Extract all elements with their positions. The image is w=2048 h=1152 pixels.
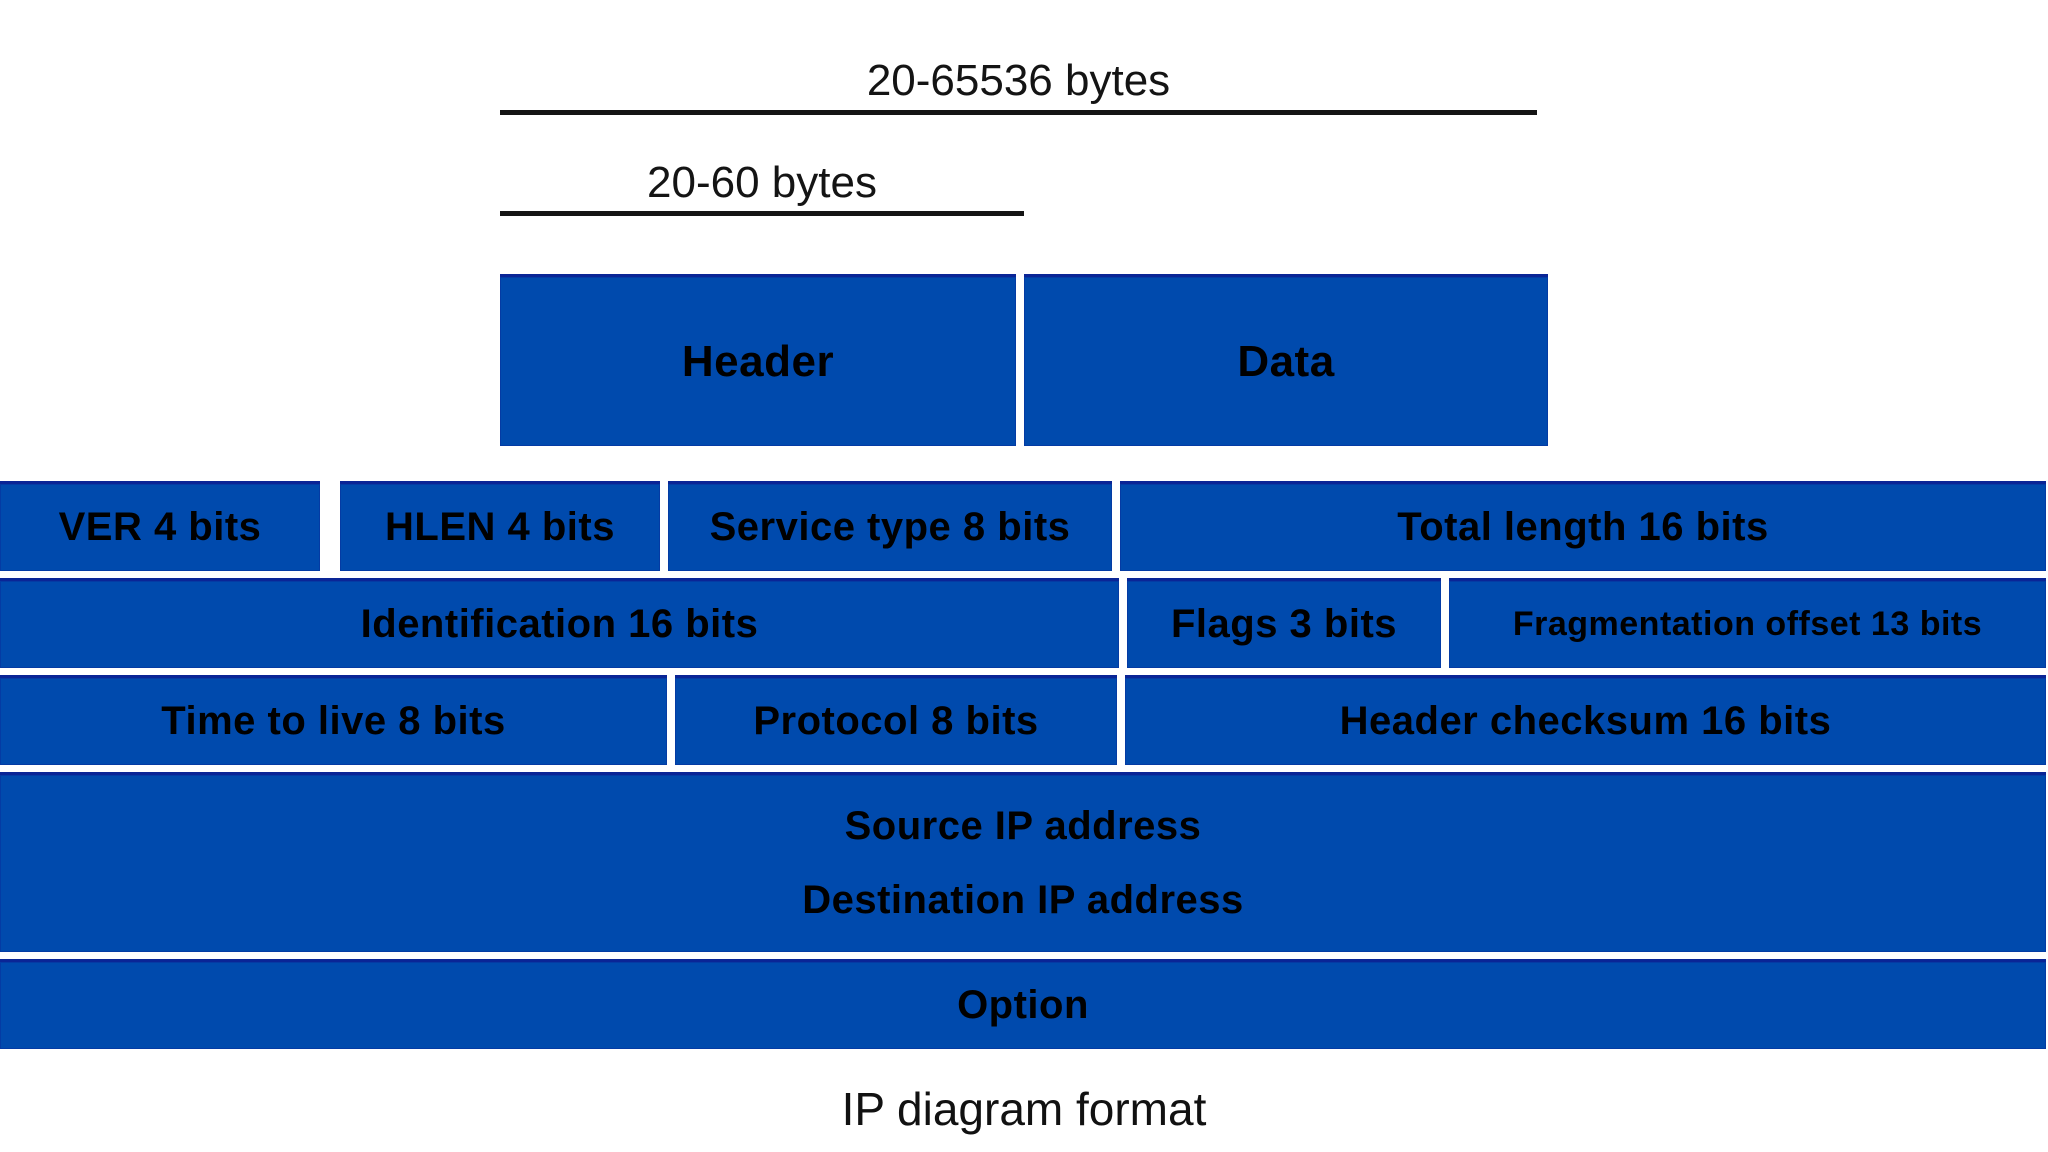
cell-header-checksum: Header checksum 16 bits [1125,675,2046,765]
cell-option: Option [0,959,2046,1049]
diagram-caption: IP diagram format [841,1083,1207,1135]
source-ip-label: Source IP address [844,803,1202,848]
cell-time-to-live: Time to live 8 bits [0,675,667,765]
destination-ip-label: Destination IP address [802,878,1244,923]
cell-identification: Identification 16 bits [0,578,1119,668]
segment-header-box: Header [500,274,1016,446]
total-size-line [500,110,1537,115]
cell-service-type: Service type 8 bits [668,481,1112,571]
header-size-line [500,211,1024,216]
cell-fragmentation-offset: Fragmentation offset 13 bits [1449,578,2046,668]
segment-data-box: Data [1024,274,1548,446]
cell-total-length: Total length 16 bits [1120,481,2046,571]
cell-ip-addresses: Source IP address Destination IP address [0,772,2046,952]
total-size-label: 20-65536 bytes [866,56,1171,105]
cell-hlen: HLEN 4 bits [340,481,660,571]
cell-ver: VER 4 bits [0,481,320,571]
cell-flags: Flags 3 bits [1127,578,1441,668]
cell-protocol: Protocol 8 bits [675,675,1117,765]
header-size-label: 20-60 bytes [647,158,877,207]
